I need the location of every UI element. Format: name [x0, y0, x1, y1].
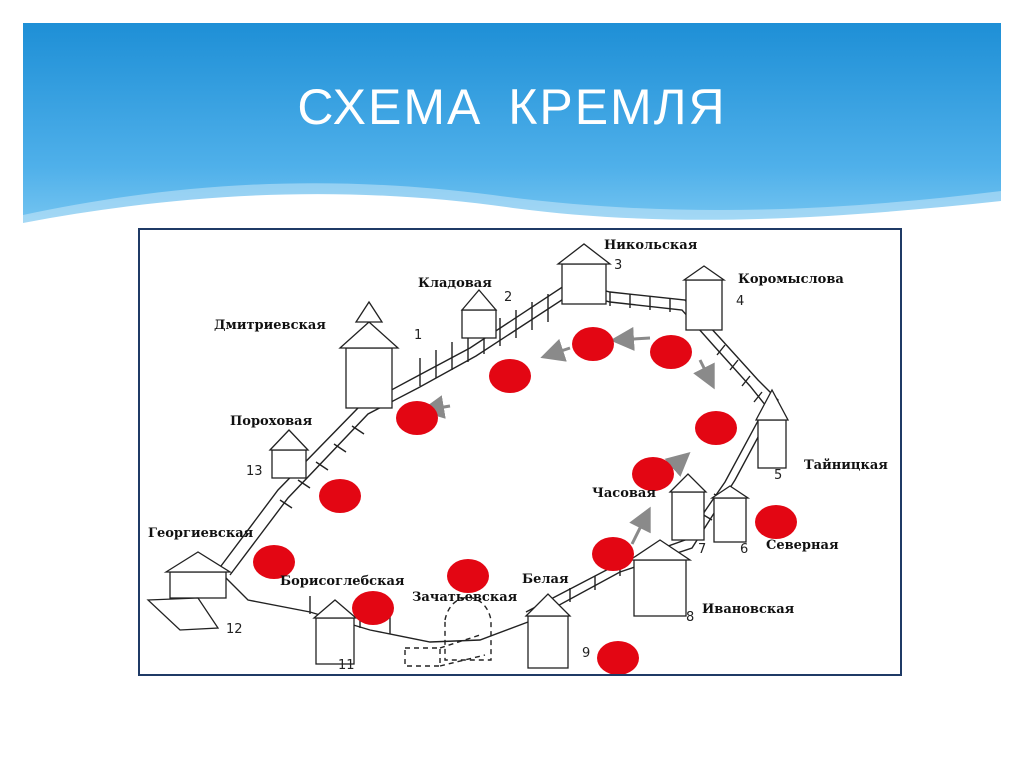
title-banner: [23, 23, 1001, 263]
tower-number-8: 8: [686, 610, 695, 625]
tower-number-3: 3: [614, 258, 623, 273]
tower-number-4: 4: [736, 294, 745, 309]
tower-label-5: Тайницкая: [804, 458, 888, 473]
tower-number-13: 13: [246, 464, 263, 479]
tower-number-6: 6: [740, 542, 749, 557]
tower-label-2: Кладовая: [418, 276, 492, 291]
tower-label-8: Ивановская: [702, 602, 795, 617]
tower-number-1: 1: [414, 328, 423, 343]
tower-number-2: 2: [504, 290, 513, 305]
tower-number-9: 9: [582, 646, 591, 661]
tower-label-6: Северная: [766, 538, 839, 553]
tower-number-5: 5: [774, 468, 783, 483]
tower-label-12: Георгиевская: [148, 526, 254, 541]
route-arrows: [420, 326, 715, 545]
tower-label-10: Зачатьевская: [412, 590, 518, 605]
tower-label-9: Белая: [522, 572, 569, 587]
banner-background: [23, 23, 1001, 263]
tower-label-3: Никольская: [604, 238, 698, 253]
tower-number-12: 12: [226, 622, 243, 637]
kremlin-drawing: [146, 243, 797, 674]
tower-label-13: Пороховая: [230, 414, 313, 429]
tower-label-7: Часовая: [592, 486, 656, 501]
kremlin-scheme: Никольская Кладовая Коромыслова Дмитриев…: [138, 228, 902, 676]
route-markers: [253, 327, 797, 674]
tower-label-11: Борисоглебская: [280, 574, 405, 589]
tower-number-7: 7: [698, 542, 707, 557]
kremlin-towers: [146, 243, 790, 669]
tower-label-4: Коромыслова: [738, 272, 844, 287]
tower-number-11: 11: [338, 658, 355, 673]
page-title: СХЕМА КРЕМЛЯ: [297, 79, 727, 135]
tower-label-1: Дмитриевская: [214, 318, 326, 333]
